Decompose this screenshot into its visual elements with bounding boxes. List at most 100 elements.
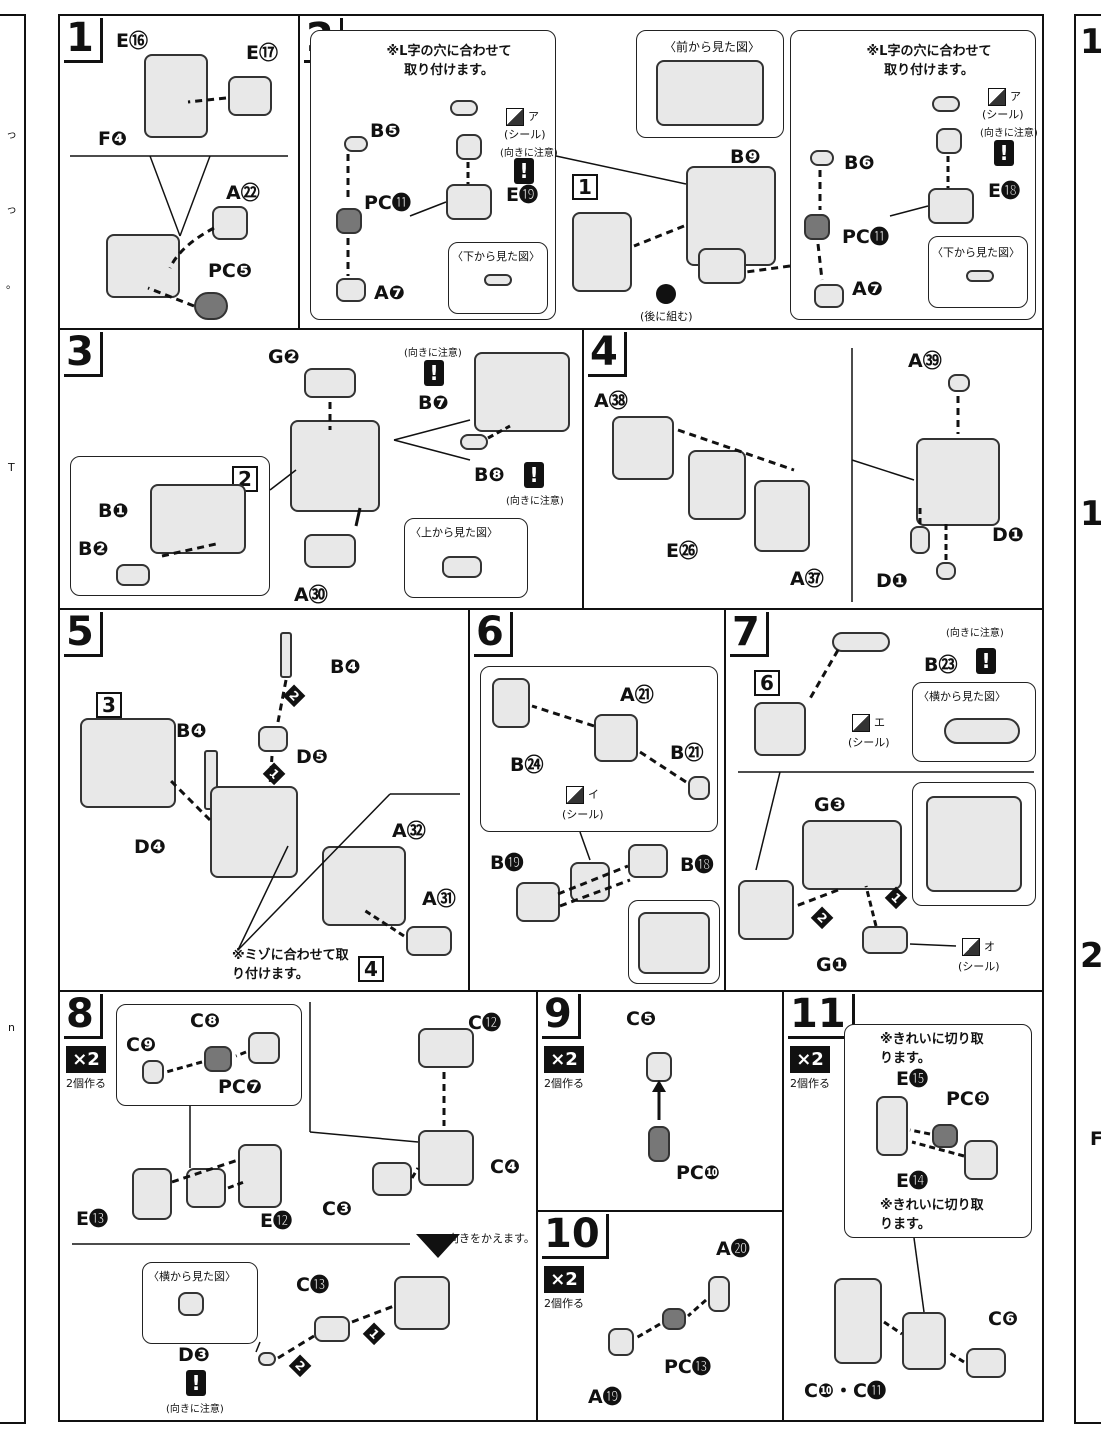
part-label-b18: B⓲ xyxy=(680,854,714,876)
forearm-drawing xyxy=(394,1276,450,1330)
part-label-e26: E㉖ xyxy=(666,540,698,562)
head-complete-drawing xyxy=(638,912,710,974)
make-two-badge: ×2 2個作る xyxy=(66,1046,106,1091)
part-label-a21: A㉑ xyxy=(620,684,654,706)
wing-complete-drawing xyxy=(926,796,1022,892)
foot-assembly-drawing xyxy=(106,234,180,298)
part-label-a37: A㊲ xyxy=(790,568,824,590)
waist-drawing-small xyxy=(150,484,246,554)
caution-warning-icon-d3: ! xyxy=(186,1370,206,1396)
a19-part-drawing xyxy=(608,1328,634,1356)
step-1-panel: 1 E⑯ E⑰ F❹ A㉒ PC❺ xyxy=(58,14,300,330)
part-label-e16: E⑯ xyxy=(116,30,148,52)
part-label-pc7: PC❼ xyxy=(218,1076,262,1098)
e26-part-drawing xyxy=(688,450,746,520)
part-label-c10-c11: C❿・C⓫ xyxy=(804,1380,886,1402)
caution-caption-top: (向きに注意) xyxy=(404,348,462,359)
sticker-piece-right xyxy=(932,96,960,112)
sticker-mark-e: エ xyxy=(874,716,885,729)
part-label-a7-left: A❼ xyxy=(374,282,405,304)
ref-step-6: 6 xyxy=(754,670,780,696)
part-label-b24: B㉔ xyxy=(510,754,544,776)
part-label-pc11-right: PC⓫ xyxy=(842,226,889,248)
part-label-e13: E⓭ xyxy=(76,1208,108,1230)
part-label-c8: C❽ xyxy=(190,1010,221,1032)
sticker-icon-i xyxy=(566,786,584,804)
a7-left-drawing xyxy=(336,278,366,302)
sticker-icon-a-right xyxy=(988,88,1006,106)
side-view-caption: 〈横から見た図〉 xyxy=(148,1270,236,1283)
head-wing-assembly-drawing xyxy=(738,880,794,940)
x2-label: ×2 xyxy=(544,1266,584,1293)
sticker-mark-a-left: ア xyxy=(528,110,539,123)
front-view-drawing xyxy=(656,60,764,126)
sticker-icon-e xyxy=(852,714,870,732)
turn-caption: 向きをかえます。 xyxy=(448,1232,535,1245)
c9-part-drawing xyxy=(142,1060,164,1084)
make-two-caption: 2個作る xyxy=(66,1077,106,1090)
part-label-a32: A㉜ xyxy=(392,820,426,842)
left-edge-text-4: T xyxy=(8,461,15,474)
step-7-panel: 7 6 (向きに注意) B㉓ ! 〈横から見た図〉 エ (シール) G❸ 2 1… xyxy=(724,608,1044,992)
caution-caption-b8: (向きに注意) xyxy=(506,496,564,507)
step-order-1: 1 xyxy=(362,1322,386,1346)
make-two-badge: ×2 2個作る xyxy=(544,1266,584,1311)
side-view-d3-drawing xyxy=(178,1292,204,1316)
a32-part-drawing xyxy=(322,846,406,926)
caution-caption-left: (向きに注意) xyxy=(500,148,558,159)
step-3-panel: 3 2 B❶ B❷ G❷ A㉚ (向きに注意) ! B❼ B❽ ! (向きに注意… xyxy=(58,328,584,610)
e12-part-drawing xyxy=(238,1144,282,1208)
step-10-panel: 10 ×2 2個作る A⓴ PC⓭ A⓳ xyxy=(536,1210,784,1422)
a21-part-drawing xyxy=(594,714,638,762)
bottom-view-caption-left: 〈下から見た図〉 xyxy=(452,250,540,263)
d1-left-drawing xyxy=(910,526,930,554)
part-label-e17: E⑰ xyxy=(246,42,278,64)
right-edge-step-12: 12 xyxy=(1080,22,1101,62)
g3-wings-drawing xyxy=(802,820,902,890)
a39-part-drawing xyxy=(948,374,970,392)
step-number: 10 xyxy=(542,1214,609,1259)
l-hole-note-left: ※L字の穴に合わせて取り付けます。 xyxy=(386,44,512,78)
ref-step-3: 3 xyxy=(96,692,122,718)
part-label-d1-bottom: D❶ xyxy=(876,570,908,592)
sticker-caption-e: (シール) xyxy=(848,736,890,749)
part-label-b4-mid: B❹ xyxy=(176,720,207,742)
d1-right-drawing xyxy=(936,562,956,580)
step-order-2: 2 xyxy=(810,906,834,930)
d3-part-drawing xyxy=(258,1352,276,1366)
step-number: 1 xyxy=(64,18,103,63)
part-label-b6: B❻ xyxy=(844,152,875,174)
head-reference-drawing xyxy=(754,702,806,756)
elbow-joint-drawing xyxy=(186,1168,226,1208)
part-label-pc9: PC❾ xyxy=(946,1088,990,1110)
e13-part-drawing xyxy=(132,1168,172,1220)
step-number: 3 xyxy=(64,332,103,377)
c4-assembly-drawing xyxy=(418,1130,474,1186)
bottom-view-caption-right: 〈下から見た図〉 xyxy=(932,246,1020,259)
pc5-part-drawing xyxy=(194,292,228,320)
turn-arrow-icon xyxy=(416,1234,460,1258)
bottom-view-part-left xyxy=(484,274,512,286)
part-label-e19: E⓳ xyxy=(506,184,538,206)
part-label-b7: B❼ xyxy=(418,392,449,414)
right-page-edge: 12 16 2 F xyxy=(1074,14,1101,1424)
assemble-later-icon xyxy=(656,284,676,304)
bottom-view-box-right xyxy=(928,236,1028,308)
a31-part-drawing xyxy=(406,926,452,956)
caution-warning-icon-b7: ! xyxy=(424,360,444,386)
part-label-c9: C❾ xyxy=(126,1034,157,1056)
part-label-a39: A㊴ xyxy=(908,350,942,372)
step-number: 11 xyxy=(788,994,855,1039)
step-6-panel: 6 A㉑ B㉔ B㉑ イ (シール) B⓳ B⓲ xyxy=(468,608,726,992)
step-4-panel: 4 A㊳ E㉖ A㊲ A㊴ D❶ D❶ xyxy=(582,328,1044,610)
step-number: 8 xyxy=(64,994,103,1039)
part-label-b8: B❽ xyxy=(474,464,505,486)
part-label-pc13: PC⓭ xyxy=(664,1356,711,1378)
joint-left-drawing xyxy=(446,184,492,220)
assemble-later-caption: (後に組む) xyxy=(640,310,693,323)
part-label-c13: C⓭ xyxy=(296,1274,329,1296)
caution-warning-icon-b23: ! xyxy=(976,648,996,674)
sticker-mark-a-right: ア xyxy=(1010,90,1021,103)
sticker-icon-a-left xyxy=(506,108,524,126)
b18-part-drawing xyxy=(628,844,668,878)
